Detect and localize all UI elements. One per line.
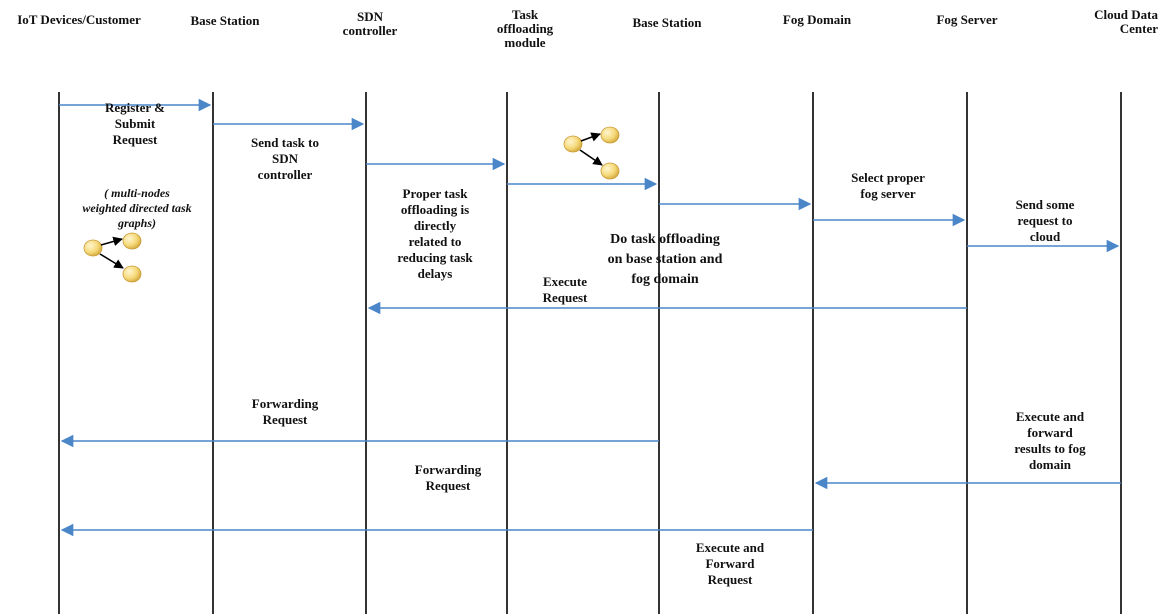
note-task-graph: ( multi-nodes weighted directed task gra… xyxy=(82,186,192,230)
participant-task-offloading-module: Task offloading module xyxy=(496,7,554,50)
message-label-execute-forward: Execute and Forward Request xyxy=(695,540,765,587)
message-label-execute-forward-fog: Execute and forward results to fog domai… xyxy=(1014,409,1086,472)
task-graph-icon xyxy=(563,126,620,180)
participant-base-station-2: Base Station xyxy=(632,15,702,30)
message-label-execute-request: Execute Request xyxy=(542,274,588,305)
participant-base-station-1: Base Station xyxy=(190,13,260,28)
note-do-offloading: Do task offloading on base station and f… xyxy=(607,232,723,287)
participant-fog-server: Fog Server xyxy=(936,12,998,27)
note-proper-offloading: Proper task offloading is directly relat… xyxy=(397,186,473,281)
task-graph-icon xyxy=(83,232,142,283)
message-label-send-to-sdn: Send task to SDN controller xyxy=(251,135,319,182)
message-label-forwarding-2: Forwarding Request xyxy=(414,462,482,493)
participant-cloud-data-center: Cloud Data Center xyxy=(1094,7,1158,36)
message-label-select-fog: Select proper fog server xyxy=(851,170,925,201)
message-label-register: Register & Submit Request xyxy=(104,100,166,147)
participant-iot-devices: IoT Devices/Customer xyxy=(17,12,141,27)
message-label-send-cloud: Send some request to cloud xyxy=(1015,197,1075,244)
participant-fog-domain: Fog Domain xyxy=(782,12,852,27)
participant-sdn-controller: SDN controller xyxy=(342,9,398,38)
message-label-forwarding-1: Forwarding Request xyxy=(251,396,319,427)
